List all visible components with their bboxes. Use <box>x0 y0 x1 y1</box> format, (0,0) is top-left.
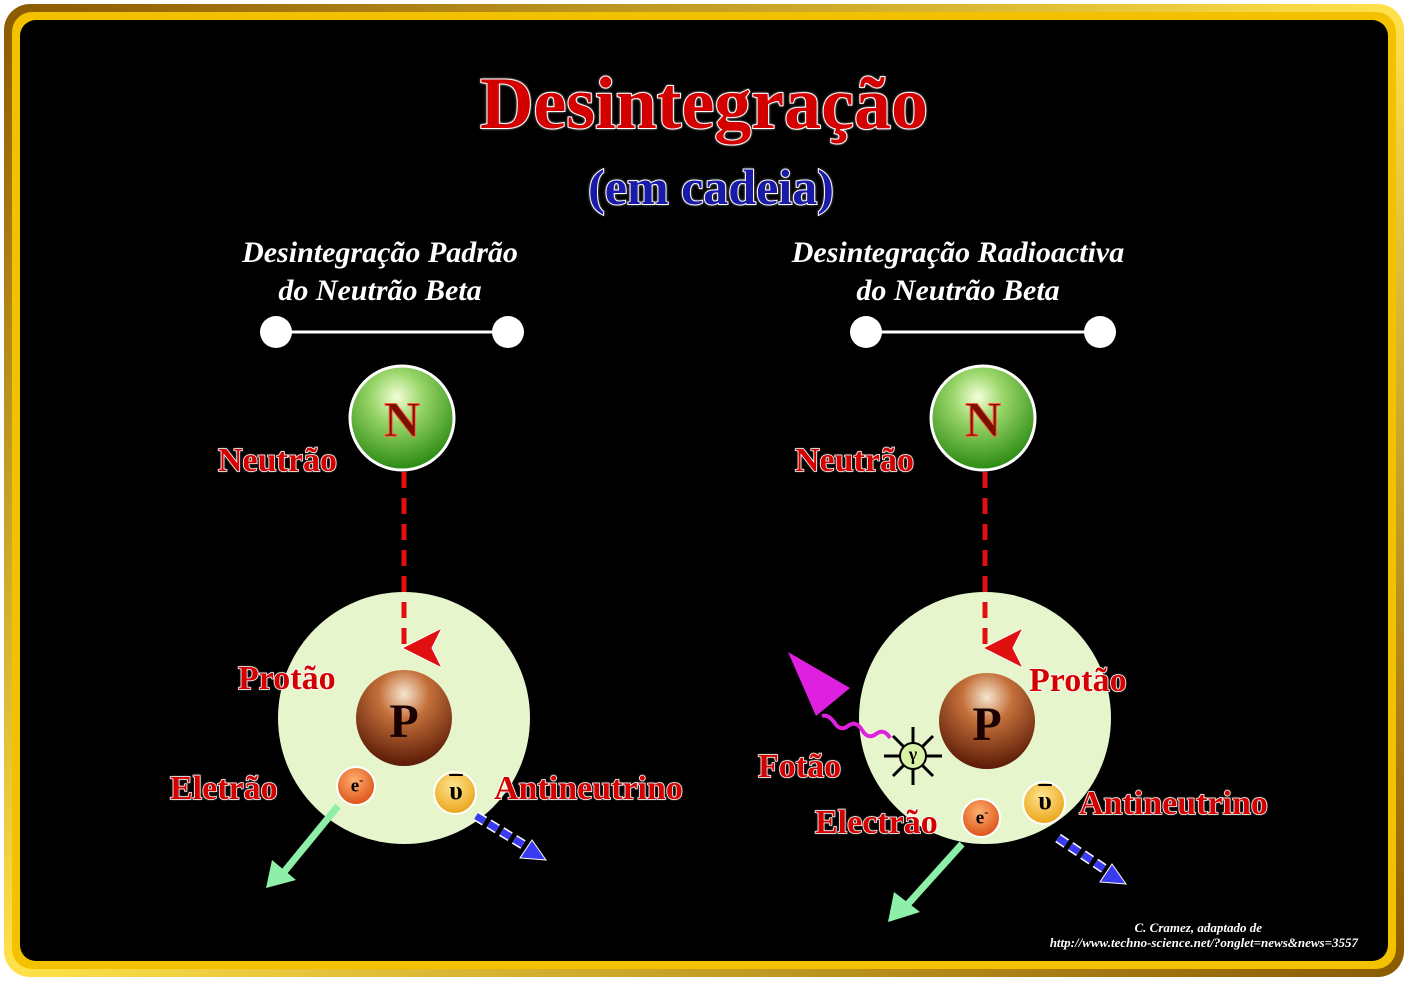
right-antineutrino-arrow <box>1055 833 1128 885</box>
right-electron-symbol: e- <box>975 805 989 829</box>
left-electron-arrow-head <box>266 860 296 888</box>
right-neutron <box>929 364 1037 472</box>
left-antineutrino-arrow <box>473 811 548 861</box>
right-neutron-symbol: N <box>964 391 1002 448</box>
right-electron-arrow-head <box>888 892 920 922</box>
left-proton-label: Protão <box>237 659 336 698</box>
right-heading-dot-end <box>1084 316 1116 348</box>
right-photon-wave <box>821 713 892 740</box>
left-proton <box>356 670 452 766</box>
right-antineutrino-symbol: υ <box>1038 786 1052 815</box>
left-heading-line1: Desintegração Padrão <box>242 236 518 269</box>
left-heading-dot-end <box>492 316 524 348</box>
left-neutron-symbol: N <box>383 391 421 448</box>
left-antineutrino <box>433 771 477 815</box>
left-panel <box>260 316 548 888</box>
right-heading-line2: do Neutrão Beta <box>856 274 1060 307</box>
diagram-subtitle: (em cadeia) <box>587 158 835 216</box>
left-neutron-label: Neutrão <box>217 441 337 480</box>
right-electron-arrow-shaft <box>905 841 965 907</box>
left-electron-arrow-shaft <box>281 803 341 875</box>
credit-line1: C. Cramez, adaptado de <box>1134 920 1262 935</box>
right-photon-label: Fotão <box>757 747 842 786</box>
right-electron-label: Electrão <box>814 803 938 842</box>
right-photon-symbol: γ <box>908 744 918 764</box>
left-electron-label: Eletrão <box>169 769 278 808</box>
left-electron-symbol: e- <box>350 773 364 797</box>
right-electron <box>961 798 1001 838</box>
left-proton-symbol: P <box>389 695 419 748</box>
diagram-title: Desintegração <box>479 62 929 146</box>
right-panel <box>788 316 1128 922</box>
left-neutron <box>348 364 456 472</box>
right-photon-arrow-head <box>788 652 850 716</box>
right-neutron-label: Neutrão <box>794 441 914 480</box>
left-electron <box>336 766 376 806</box>
right-heading-line1: Desintegração Radioactiva <box>791 236 1125 269</box>
right-proton <box>939 673 1035 769</box>
left-antineutrino-symbol: υ <box>449 776 463 805</box>
right-heading-dot-start <box>850 316 882 348</box>
right-photon <box>899 742 927 770</box>
right-proton-symbol: P <box>972 698 1002 751</box>
credit-line2: http://www.techno-science.net/?onglet=ne… <box>1049 935 1358 950</box>
left-heading-line2: do Neutrão Beta <box>278 274 482 307</box>
right-antineutrino <box>1022 781 1066 825</box>
right-proton-label: Protão <box>1028 661 1127 700</box>
left-antineutrino-label: Antineutrino <box>493 769 683 808</box>
right-antineutrino-label: Antineutrino <box>1078 784 1268 823</box>
left-heading-dot-start <box>260 316 292 348</box>
